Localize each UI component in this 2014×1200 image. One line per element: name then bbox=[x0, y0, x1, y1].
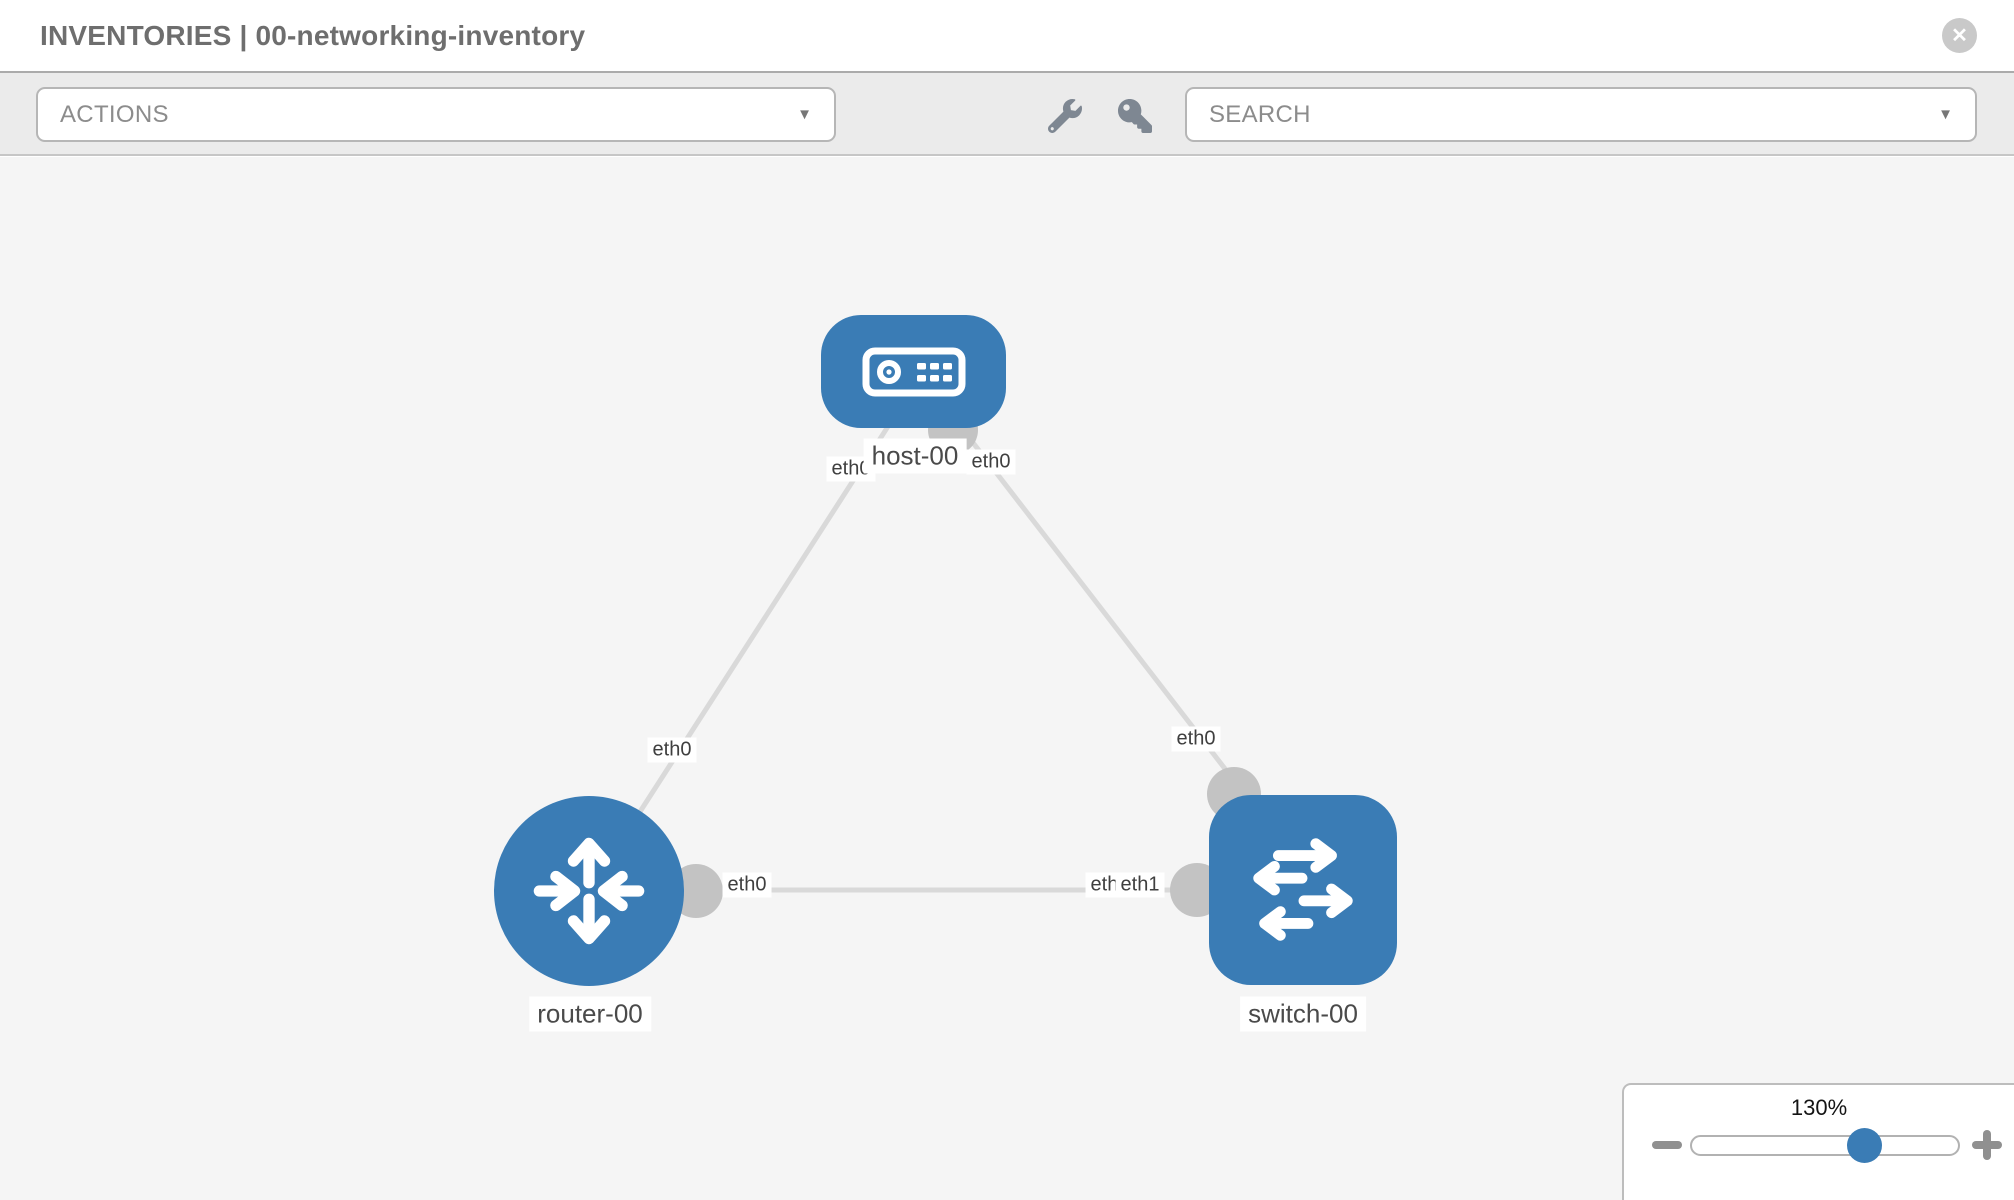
chevron-down-icon: ▼ bbox=[797, 106, 812, 123]
actions-dropdown-label: ACTIONS bbox=[60, 100, 169, 128]
topology-canvas[interactable]: eth0 eth0 eth0 eth0 eth0 eth0 eth1 host-… bbox=[0, 157, 2014, 1200]
wrench-button[interactable] bbox=[1047, 99, 1082, 134]
node-label-switch-00: switch-00 bbox=[1240, 996, 1366, 1032]
zoom-in-button[interactable] bbox=[1972, 1130, 2002, 1160]
iface-label-host-right: eth0 bbox=[966, 449, 1016, 475]
plus-icon bbox=[1983, 1130, 1991, 1160]
page-header: INVENTORIES | 00-networking-inventory ✕ bbox=[0, 0, 2014, 73]
page-title: INVENTORIES | 00-networking-inventory bbox=[40, 19, 586, 51]
zoom-level: 130% bbox=[1790, 1095, 1848, 1120]
iface-label-host-router-link: eth0 bbox=[647, 737, 697, 763]
zoom-panel: 130% bbox=[1622, 1083, 2014, 1200]
toolbar: ACTIONS ▼ SEARCH ▼ bbox=[0, 73, 2014, 156]
search-dropdown-label: SEARCH bbox=[1209, 100, 1311, 128]
actions-dropdown[interactable]: ACTIONS ▼ bbox=[36, 87, 836, 142]
iface-label-host-switch-link: eth0 bbox=[1171, 726, 1221, 752]
switch-icon bbox=[1239, 826, 1367, 954]
close-button[interactable]: ✕ bbox=[1942, 18, 1977, 53]
zoom-slider-track[interactable] bbox=[1690, 1135, 1960, 1156]
zoom-out-button[interactable] bbox=[1652, 1141, 1682, 1149]
wrench-icon bbox=[1047, 99, 1082, 137]
node-label-host-00: host-00 bbox=[863, 438, 967, 474]
chevron-down-icon: ▼ bbox=[1938, 106, 1953, 123]
node-label-router-00: router-00 bbox=[529, 996, 651, 1032]
topology-links-layer bbox=[586, 398, 1300, 918]
node-switch-00[interactable] bbox=[1209, 795, 1397, 985]
close-icon: ✕ bbox=[1951, 25, 1968, 47]
zoom-slider-thumb[interactable] bbox=[1847, 1128, 1882, 1163]
iface-label-switch-end: eth1 bbox=[1115, 872, 1165, 898]
search-dropdown[interactable]: SEARCH ▼ bbox=[1185, 87, 1977, 142]
node-host-00[interactable] bbox=[821, 315, 1006, 428]
key-icon bbox=[1118, 99, 1152, 137]
router-icon bbox=[527, 829, 651, 953]
server-icon bbox=[861, 346, 967, 398]
iface-label-router-end: eth0 bbox=[722, 872, 772, 898]
node-router-00[interactable] bbox=[494, 796, 684, 986]
key-button[interactable] bbox=[1118, 99, 1152, 133]
link-host-router bbox=[586, 398, 908, 893]
